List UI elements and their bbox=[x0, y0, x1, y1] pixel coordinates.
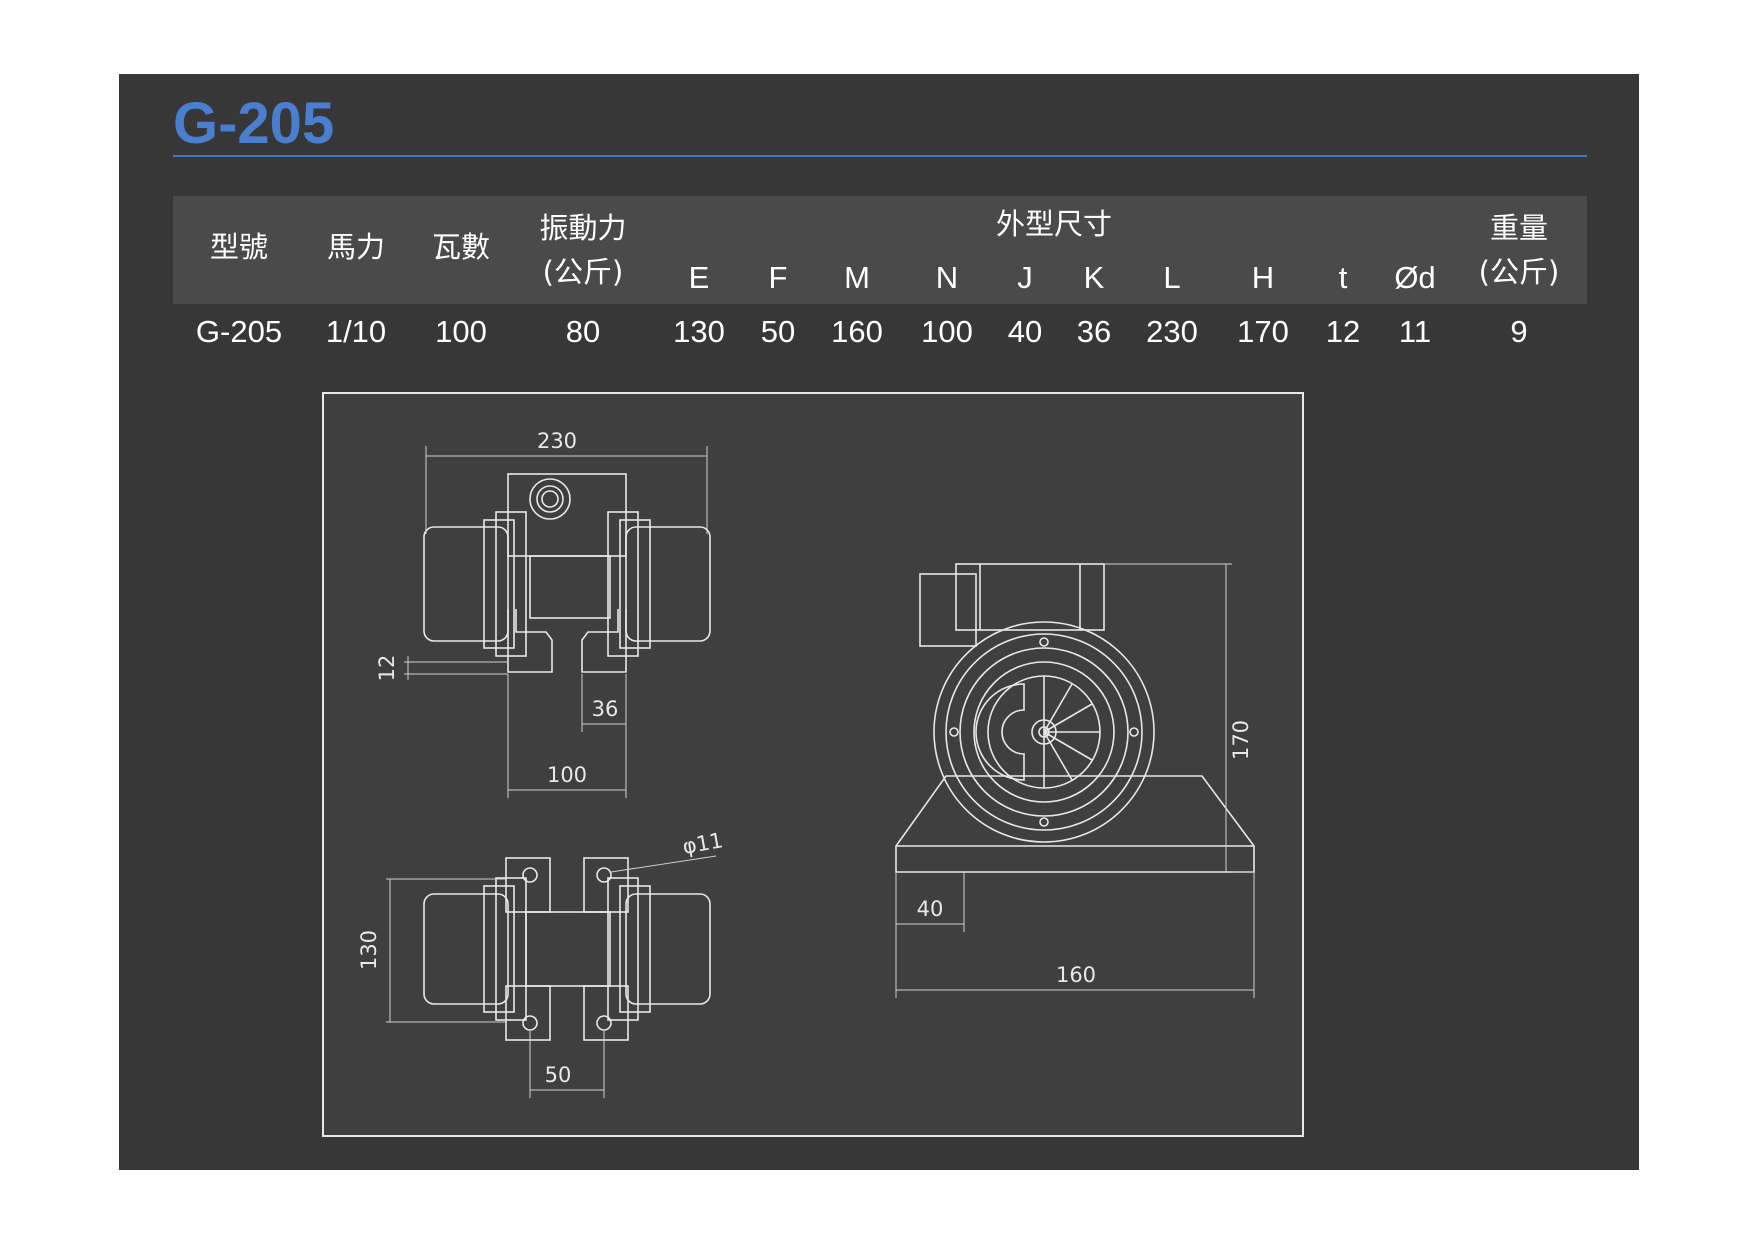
header-dim-k: K bbox=[1083, 260, 1105, 295]
technical-drawing: 230 bbox=[322, 392, 1304, 1137]
spec-table-header bbox=[173, 196, 1587, 304]
cell-dim-h: 170 bbox=[1237, 314, 1289, 349]
dim-label-130: 130 bbox=[357, 930, 381, 970]
header-dim-h: H bbox=[1251, 260, 1275, 295]
header-dim-n: N bbox=[935, 260, 959, 295]
model-title: G-205 bbox=[173, 91, 335, 156]
drawing-svg: 230 bbox=[357, 429, 1255, 1098]
cell-dim-e: 130 bbox=[673, 314, 725, 349]
header-dim-l: L bbox=[1163, 260, 1181, 295]
header-dim-t: t bbox=[1338, 260, 1348, 295]
cell-vibration-force: 80 bbox=[565, 314, 601, 349]
title-divider bbox=[173, 155, 1587, 157]
cell-dim-f: 50 bbox=[760, 314, 796, 349]
dim-label-160: 160 bbox=[1056, 963, 1096, 987]
header-horsepower: 馬力 bbox=[326, 230, 386, 264]
header-dim-m: M bbox=[844, 260, 870, 295]
front-view: 170 40 160 bbox=[895, 563, 1255, 998]
top-view: φ11 130 50 bbox=[357, 828, 725, 1098]
dim-label-100: 100 bbox=[547, 763, 587, 787]
cell-dim-m: 160 bbox=[831, 314, 883, 349]
header-dim-d: Ød bbox=[1394, 260, 1436, 295]
cell-horsepower: 1/10 bbox=[325, 314, 387, 349]
side-view: 230 bbox=[375, 429, 711, 798]
cell-dim-n: 100 bbox=[921, 314, 973, 349]
dim-label-40: 40 bbox=[917, 897, 944, 921]
dim-label-170: 170 bbox=[1229, 720, 1253, 760]
dim-label-230: 230 bbox=[537, 429, 577, 453]
header-weight: 重量 bbox=[1489, 211, 1549, 245]
header-weight-unit: (公斤) bbox=[1478, 255, 1560, 289]
spec-sheet-panel: G-205 型號 馬力 瓦數 振動力 (公斤) 外型尺寸 重量 (公斤) E F… bbox=[119, 74, 1639, 1170]
header-dim-j: J bbox=[1017, 260, 1033, 295]
header-dim-e: E bbox=[688, 260, 710, 295]
dim-label-12: 12 bbox=[375, 655, 399, 682]
cell-weight: 9 bbox=[1510, 314, 1528, 349]
dim-label-50: 50 bbox=[545, 1063, 572, 1087]
cell-dim-l: 230 bbox=[1146, 314, 1198, 349]
cell-model: G-205 bbox=[195, 314, 283, 349]
header-vibration-force: 振動力 bbox=[539, 211, 627, 245]
header-watts: 瓦數 bbox=[431, 230, 491, 264]
header-dim-f: F bbox=[768, 260, 788, 295]
header-dimensions-group: 外型尺寸 bbox=[995, 207, 1113, 241]
header-vibration-force-unit: (公斤) bbox=[542, 255, 624, 289]
dim-label-hole: φ11 bbox=[681, 828, 725, 859]
cell-dim-d: 11 bbox=[1398, 314, 1432, 349]
header-model: 型號 bbox=[209, 230, 269, 264]
cell-dim-j: 40 bbox=[1007, 314, 1043, 349]
cell-dim-k: 36 bbox=[1076, 314, 1112, 349]
cell-watts: 100 bbox=[435, 314, 487, 349]
cell-dim-t: 12 bbox=[1325, 314, 1361, 349]
dim-label-36: 36 bbox=[592, 697, 619, 721]
